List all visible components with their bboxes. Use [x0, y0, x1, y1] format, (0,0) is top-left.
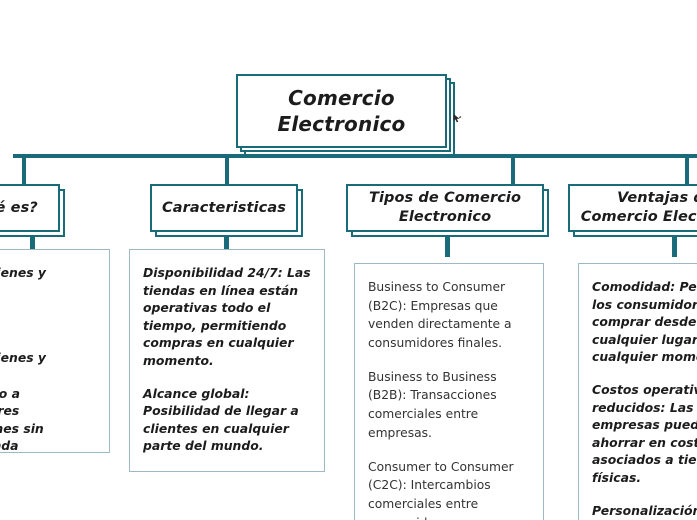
branch-header-box[interactable]: ¿Qué es? [0, 184, 60, 232]
content-paragraph: Consumer to Consumer (C2C): Intercambios… [368, 459, 514, 520]
content-box-ventajas[interactable]: Comodidad: Permite a los consumidores co… [578, 263, 697, 520]
branch-header-caracteristicas[interactable]: Caracteristicas [150, 184, 303, 237]
mouse-cursor-icon [452, 110, 464, 123]
root-node[interactable]: Comercio Electronico [236, 74, 455, 156]
content-paragraph: Variedad de productos: Amplia gama de pr… [143, 470, 311, 471]
connector-drop-que-es [22, 156, 26, 186]
branch-header-box[interactable]: Caracteristicas [150, 184, 298, 232]
connector-stem-caracteristicas [224, 231, 229, 257]
connector-drop-caracteristicas [225, 156, 229, 186]
content-paragraph: Comodidad: Permite a los consumidores co… [592, 279, 697, 365]
root-node-label: Comercio Electronico [277, 85, 406, 136]
content-paragraph: Business to Consumer (B2C): Empresas que… [368, 280, 512, 351]
content-paragraph: Business to Business (B2B): Transaccione… [368, 369, 497, 440]
content-box-que-es[interactable]: venta de bienes y a través de electrónico… [0, 249, 110, 453]
content-paragraph: electrónico facilitar la venta de bienes… [0, 350, 46, 453]
connector-stem-que-es [30, 231, 35, 257]
branch-header-label: Tipos de Comercio Electronico [368, 190, 522, 225]
branch-header-label: Caracteristicas [162, 199, 286, 216]
content-paragraph: venta de bienes y a través de [0, 265, 46, 298]
connector-stem-ventajas [672, 231, 677, 257]
branch-header-ventajas[interactable]: Ventajas del Comercio Electronico [568, 184, 697, 237]
content-paragraph: Alcance global: Posibilidad de llegar a … [143, 385, 299, 454]
branch-header-box[interactable]: Ventajas del Comercio Electronico [568, 184, 697, 232]
content-box-caracteristicas[interactable]: Disponibilidad 24/7: Las tiendas en líne… [129, 249, 325, 472]
branch-header-box[interactable]: Tipos de Comercio Electronico [346, 184, 544, 232]
connector-drop-ventajas [685, 156, 689, 186]
branch-header-que-es[interactable]: ¿Qué es? [0, 184, 65, 237]
content-paragraph: Costos operativos reducidos: Las empresa… [592, 382, 697, 486]
connector-stem-tipos [445, 231, 450, 257]
branch-header-label: Ventajas del Comercio Electronico [580, 190, 697, 225]
branch-header-label: ¿Qué es? [0, 199, 38, 216]
connector-drop-tipos [511, 156, 515, 186]
content-paragraph: Disponibilidad 24/7: Las tiendas en líne… [143, 265, 311, 369]
branch-header-tipos[interactable]: Tipos de Comercio Electronico [346, 184, 549, 237]
content-paragraph: Personalización: Capacidad de ofrecer re… [592, 502, 697, 518]
content-box-tipos[interactable]: Business to Consumer (B2C): Empresas que… [354, 263, 544, 520]
connector-trunk-horizontal [13, 154, 697, 158]
root-node-box[interactable]: Comercio Electronico [236, 74, 447, 148]
